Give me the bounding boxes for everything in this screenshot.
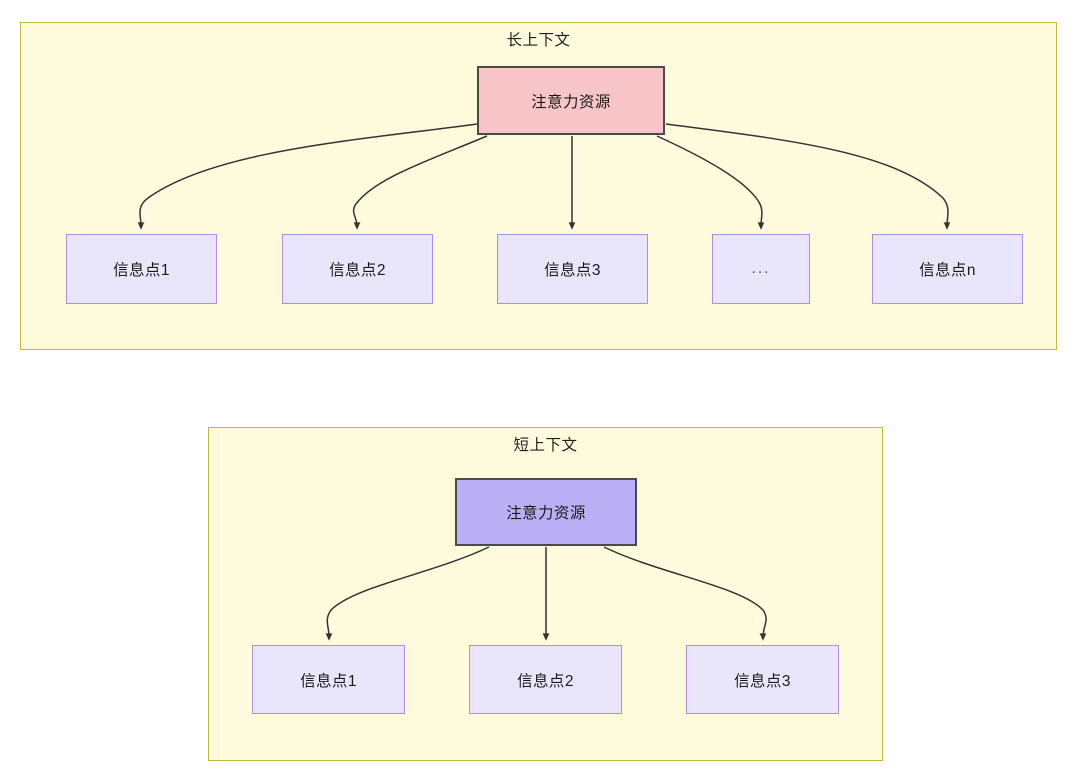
node-long-attention-resource[interactable]: 注意力资源 bbox=[477, 66, 665, 135]
node-label: 注意力资源 bbox=[531, 93, 611, 111]
node-label: 信息点1 bbox=[113, 262, 170, 279]
node-long-info-point-1[interactable]: 信息点1 bbox=[66, 234, 217, 304]
node-long-info-point-2[interactable]: 信息点2 bbox=[282, 234, 433, 304]
node-long-info-point-n[interactable]: 信息点n bbox=[872, 234, 1023, 304]
node-short-info-point-1[interactable]: 信息点1 bbox=[252, 645, 405, 714]
node-short-info-point-3[interactable]: 信息点3 bbox=[686, 645, 839, 714]
node-short-attention-resource[interactable]: 注意力资源 bbox=[455, 478, 637, 546]
node-long-info-point-ellipsis[interactable]: ... bbox=[712, 234, 810, 304]
node-label: 信息点2 bbox=[517, 672, 574, 690]
node-label: 信息点2 bbox=[329, 262, 386, 279]
node-label: 注意力资源 bbox=[506, 505, 586, 522]
node-short-info-point-2[interactable]: 信息点2 bbox=[469, 645, 622, 714]
node-label: 信息点3 bbox=[544, 262, 601, 279]
group-long-context-title: 长上下文 bbox=[506, 32, 571, 49]
node-label: 信息点3 bbox=[734, 672, 791, 690]
node-label: ... bbox=[751, 260, 771, 277]
node-label: 信息点n bbox=[919, 262, 976, 279]
node-long-info-point-3[interactable]: 信息点3 bbox=[497, 234, 648, 304]
node-label: 信息点1 bbox=[300, 672, 357, 690]
group-short-context-title: 短上下文 bbox=[513, 437, 578, 454]
